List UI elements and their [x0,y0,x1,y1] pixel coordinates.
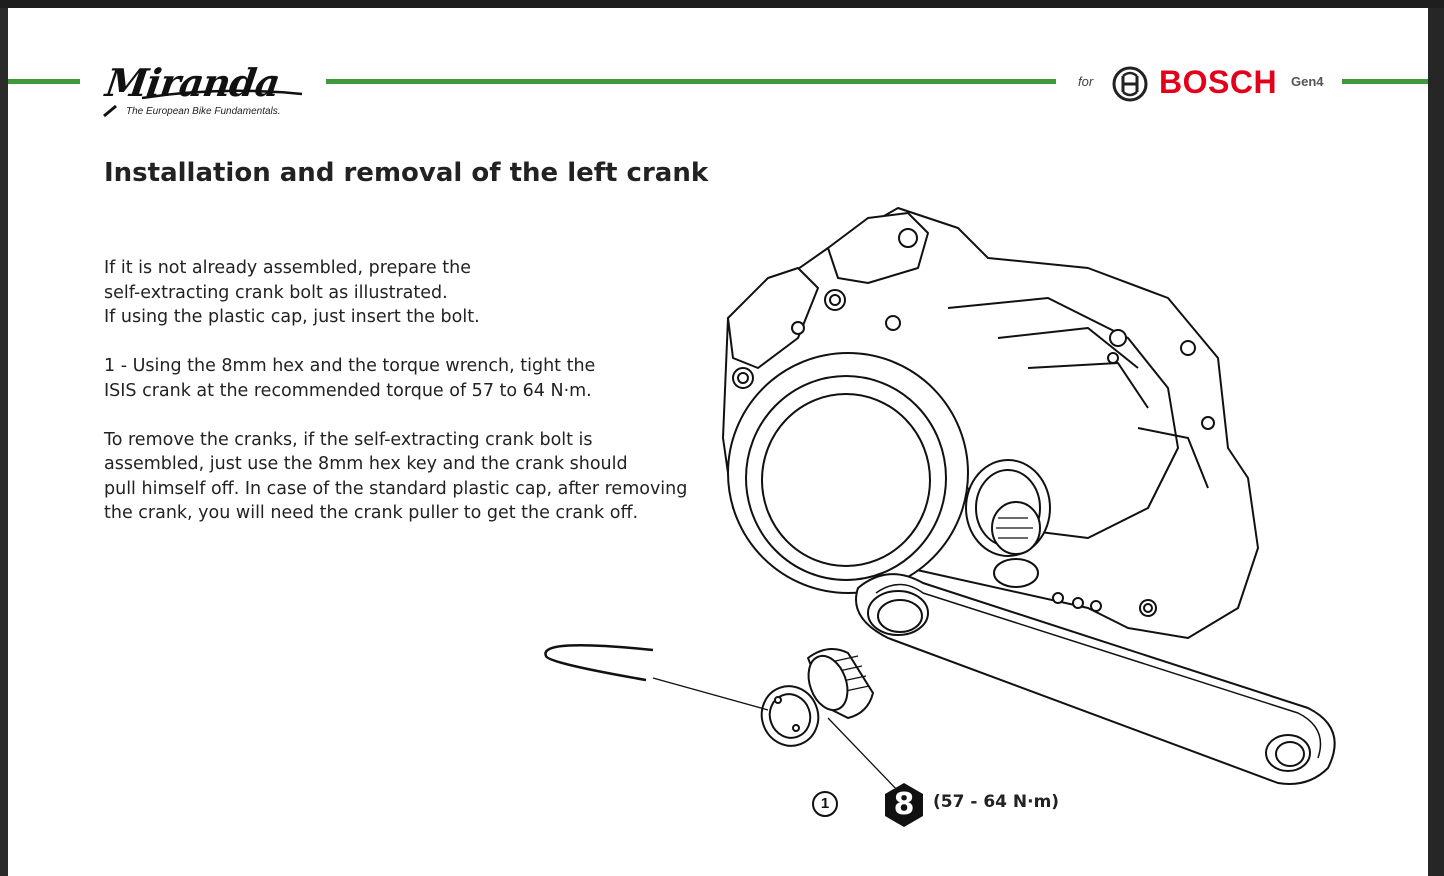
miranda-logo: Miranda The European Bike Fundamentals. [102,60,312,122]
hex-size-label: 8 [893,787,915,822]
logo-wordmark: Miranda [102,60,283,105]
paragraph-remove: To remove the cranks, if the self-extrac… [104,428,688,526]
bosch-armature-icon [1112,66,1148,102]
hex-key-icon [885,783,923,827]
step-number-badge: 1 [812,791,838,817]
text-line: the crank, you will need the crank pulle… [104,503,639,523]
viewer-top-bar [0,0,1444,8]
header-rule-right [1342,79,1428,84]
text-line: self-extracting crank bolt as illustrate… [104,282,448,303]
brand-prefix: for [1078,74,1094,89]
header-rule-middle [326,79,1056,84]
page-title: Installation and removal of the left cra… [104,158,709,188]
text-line: ISIS crank at the recommended torque of … [104,380,592,401]
motor-crank-illustration [544,207,1336,788]
text-line: If using the plastic cap, just insert th… [104,307,480,327]
text-line: assembled, just use the 8mm hex key and … [104,454,628,474]
crank-arm [855,573,1336,785]
paragraph-prepare-bolt: If it is not already assembled, prepare … [104,256,684,330]
brand-name: BOSCH [1159,64,1278,100]
logo-swoosh-icon [103,89,303,118]
document-page: Miranda The European Bike Fundamentals. … [8,8,1428,876]
mounting-lug-left [727,267,819,369]
instructions-text: If it is not already assembled, prepare … [104,256,688,550]
brand-generation: Gen4 [1291,74,1324,89]
paragraph-tighten: 1 - Using the 8mm hex and the torque wre… [104,354,684,403]
viewer-scroll-edge [1428,8,1444,876]
text-line: If it is not already assembled, prepare … [104,258,471,278]
torque-spec: (57 - 64 N·m) [933,792,1060,812]
text-line: pull himself off. In case of the standar… [104,478,688,499]
header-rule-left [8,79,80,84]
text-line: To remove the cranks, if the self-extrac… [104,429,593,450]
retaining-clip [544,643,654,682]
text-line: 1 - Using the 8mm hex and the torque wre… [104,356,596,376]
logo-tagline: The European Bike Fundamentals. [126,106,281,117]
